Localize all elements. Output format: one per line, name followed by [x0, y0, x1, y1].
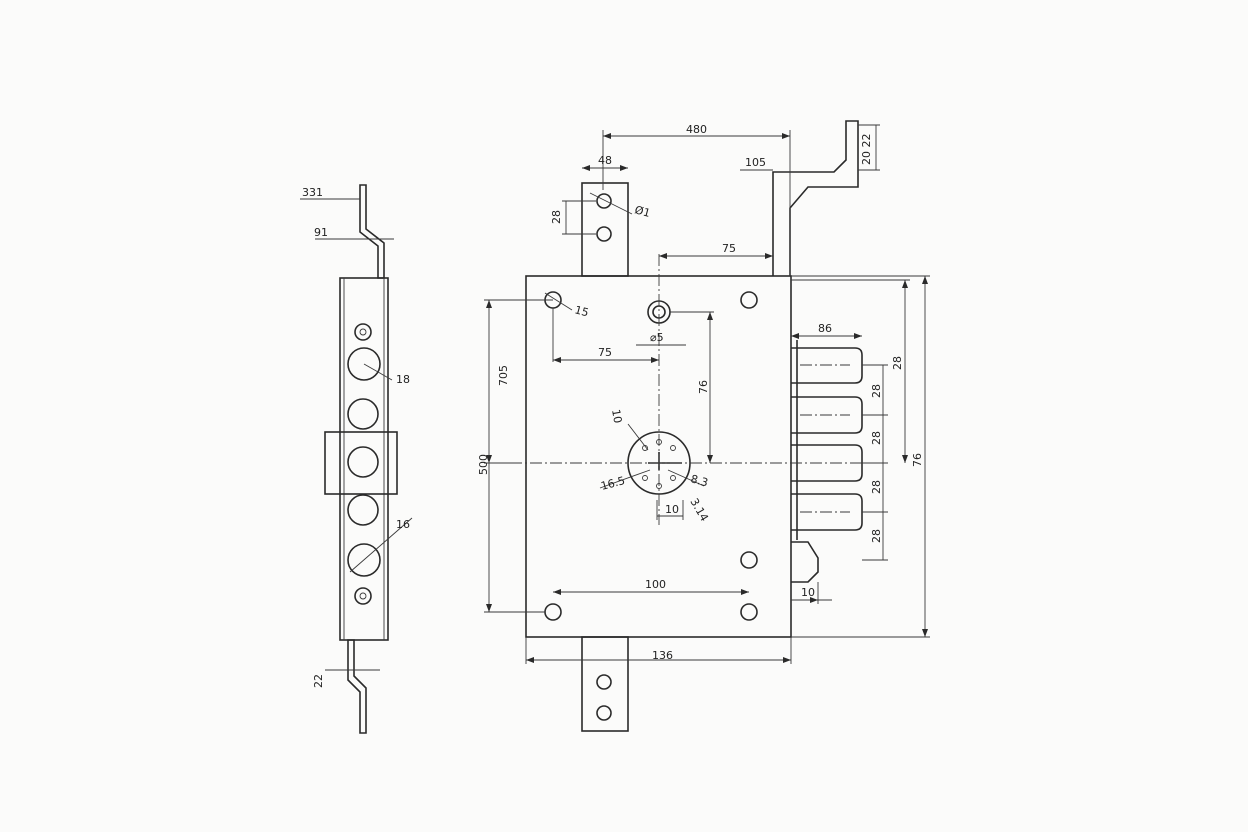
body-hole-br: [740, 603, 758, 621]
front-view: 480 48 28 Ø1 105 20 22 75 15 705: [477, 120, 930, 732]
lock-body: [525, 275, 792, 638]
dim-side-bottom-offset: 22: [312, 674, 325, 688]
side-bolt-hole-3: [347, 446, 379, 478]
dim-hub-left: 16.5: [599, 474, 626, 493]
side-small-hole-top: [354, 323, 372, 341]
side-view: 331 91 18 16 22: [300, 184, 413, 734]
dim-overall-left: 500: [477, 454, 490, 475]
body-hole-bl: [544, 603, 562, 621]
bolt-1: [791, 347, 863, 384]
dim-bolt-length: 86: [818, 322, 832, 335]
dim-side-lower: 16: [396, 518, 410, 531]
dim-bottom-holes: 100: [645, 578, 666, 591]
dim-spindle-horiz: 75: [598, 346, 612, 359]
dim-side-cylinder: 18: [396, 373, 410, 386]
dim-corner-hole: 15: [573, 303, 590, 319]
dim-hub-right: 8.3: [689, 472, 709, 489]
dim-spindle-offset: 75: [722, 242, 736, 255]
dim-plate-width: 48: [598, 154, 612, 167]
top-mount-plate: [581, 182, 629, 277]
side-bottom-tab: [347, 639, 367, 734]
side-small-hole-bottom: [354, 587, 372, 605]
top-arm: [772, 120, 859, 276]
side-cover-block: [324, 431, 398, 495]
dim-spindle-dia: ⌀5: [650, 331, 664, 344]
dim-body-width: 136: [652, 649, 673, 662]
side-bolt-hole-2: [347, 398, 379, 430]
dim-spindle-to-hub: 76: [697, 380, 710, 394]
dim-overall-top: 480: [686, 123, 707, 136]
dim-bolt-pitch-4: 28: [870, 529, 883, 543]
dim-arm-right: 20 22: [860, 134, 873, 166]
side-bolt-hole-4: [347, 494, 379, 526]
body-hole-tr: [740, 291, 758, 309]
side-bolt-hole-5: [347, 543, 381, 577]
bottom-mount-plate: [581, 636, 629, 732]
dim-bolt-pitch-2: 28: [870, 431, 883, 445]
dim-plate-hole-dia: Ø1: [633, 203, 652, 220]
dim-hub-bottom: 10: [665, 503, 679, 516]
dim-hub-pos: 10: [609, 408, 624, 424]
side-faceplate: [339, 277, 389, 641]
dim-side-bend: 91: [314, 226, 328, 239]
dim-plate-hole-pitch: 28: [550, 210, 563, 224]
side-top-tab: [359, 184, 385, 279]
dim-bolt-span: 28: [891, 356, 904, 370]
dim-hub-small: 3.14: [687, 496, 711, 524]
dim-side-top-offset: 331: [302, 186, 323, 199]
body-hole-br-mid: [740, 551, 758, 569]
dim-bolt-pitch-1: 28: [870, 384, 883, 398]
dim-arm-offset: 105: [745, 156, 766, 169]
side-bolt-hole-1: [347, 347, 381, 381]
dim-bolt-pitch-3: 28: [870, 480, 883, 494]
dim-body-height: 705: [497, 365, 510, 386]
latch: [791, 541, 819, 583]
dim-overall-right: 76: [911, 453, 924, 467]
dim-latch-offset: 10: [801, 586, 815, 599]
